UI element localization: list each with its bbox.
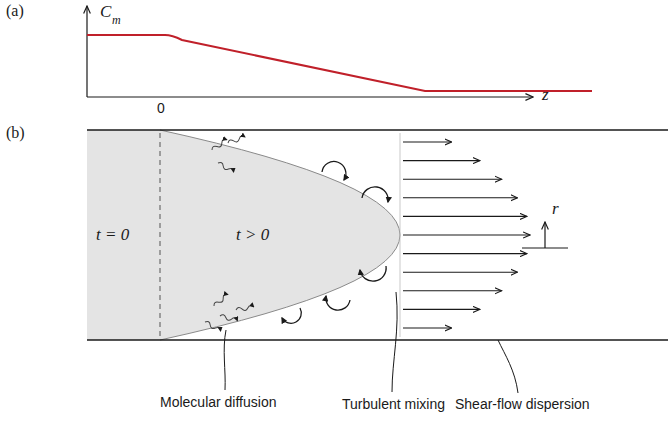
initial-interface	[160, 133, 161, 337]
y-axis	[86, 6, 87, 97]
velocity-arrow	[403, 272, 517, 273]
profile-baseline	[400, 133, 401, 337]
pipe-wall	[87, 129, 668, 131]
velocity-arrow	[403, 327, 452, 328]
annotation: Turbulent mixing	[342, 397, 445, 412]
leader-line	[224, 292, 518, 393]
velocity-arrow	[403, 179, 502, 180]
annotation: Shear-flow dispersion	[455, 397, 590, 412]
velocity-arrow	[403, 160, 480, 161]
r-axis	[544, 222, 545, 248]
velocity-arrow	[403, 253, 527, 254]
pipe-wall	[87, 339, 668, 341]
velocity-arrow	[403, 216, 527, 217]
velocity-arrow	[403, 309, 480, 310]
velocity-arrow	[403, 197, 517, 198]
tracer-region	[87, 130, 400, 340]
time-label: t = 0	[96, 226, 129, 245]
axis-label-subscript: m	[112, 14, 121, 27]
concentration-curve	[87, 35, 592, 91]
velocity-arrow	[403, 234, 530, 235]
panel-label: (a)	[6, 2, 24, 20]
axis-label: z	[542, 86, 549, 105]
velocity-profile	[403, 142, 530, 328]
tracer-front	[160, 130, 400, 340]
panel-label: (b)	[6, 124, 25, 142]
velocity-arrow	[403, 141, 452, 142]
eddy-symbol	[282, 162, 388, 324]
axis-label: r	[552, 200, 559, 219]
annotation: Molecular diffusion	[160, 395, 276, 410]
axis-label: C	[100, 3, 111, 22]
velocity-arrow	[403, 290, 502, 291]
tick-label: 0	[157, 101, 165, 116]
time-label: t > 0	[236, 226, 269, 245]
x-axis	[87, 96, 533, 97]
